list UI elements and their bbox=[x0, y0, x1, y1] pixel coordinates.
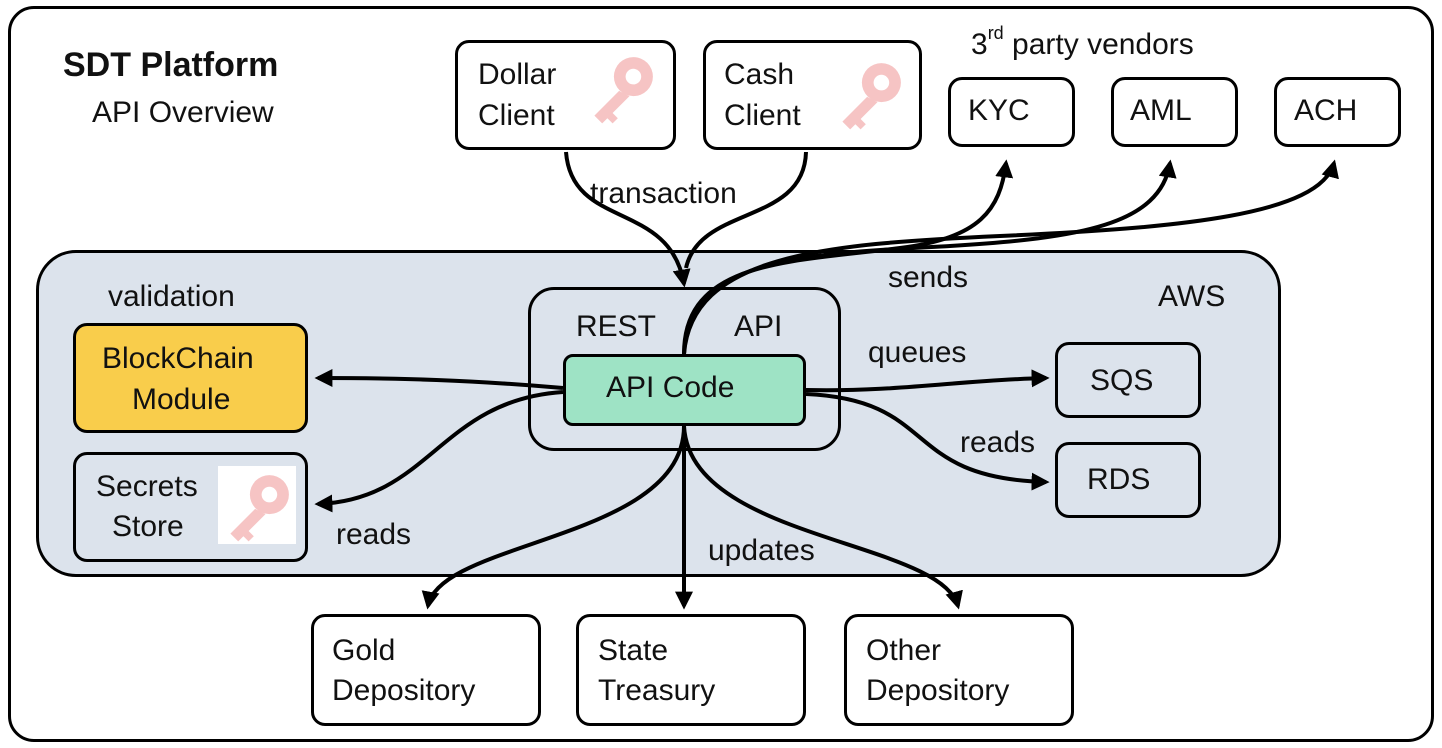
reads-secrets-edge-label: reads bbox=[336, 518, 412, 551]
updates-edge-label: updates bbox=[708, 534, 815, 567]
other-label-line1: Other bbox=[866, 634, 942, 667]
diagram-title: SDT Platform bbox=[63, 46, 279, 84]
reads-rds-edge-label: reads bbox=[960, 426, 1036, 459]
api-code-box bbox=[563, 354, 806, 426]
blockchain-label-line1: BlockChain bbox=[102, 342, 254, 375]
cash-client-label-line2: Client bbox=[724, 99, 801, 132]
edge-api-to-ach bbox=[682, 159, 1339, 355]
rest-label: REST bbox=[576, 310, 657, 343]
edge-api-to-gold bbox=[421, 425, 686, 610]
gold-depository-box bbox=[311, 614, 541, 726]
key-icon bbox=[230, 475, 289, 542]
aml-label: AML bbox=[1130, 94, 1192, 127]
sqs-box bbox=[1055, 342, 1201, 418]
kyc-vendor-box bbox=[948, 77, 1075, 147]
dollar-client-label-line1: Dollar bbox=[478, 58, 557, 91]
edge-api-to-blockchain bbox=[314, 369, 564, 390]
rds-box bbox=[1055, 442, 1201, 518]
gold-label-line2: Depository bbox=[332, 674, 476, 707]
dollar-client-label-line2: Client bbox=[478, 99, 555, 132]
diagram-subtitle: API Overview bbox=[92, 96, 274, 129]
state-label-line1: State bbox=[598, 634, 669, 667]
edge-api-to-sqs bbox=[805, 369, 1050, 393]
secrets-label-line2: Store bbox=[112, 510, 184, 543]
vendors-heading: 3rd party vendors bbox=[971, 24, 1194, 61]
api-code-label: API Code bbox=[606, 371, 735, 404]
key-icon bbox=[842, 63, 901, 130]
vendors-heading-text: party vendors bbox=[1003, 28, 1194, 61]
edge-api-to-rds bbox=[805, 392, 1050, 491]
queues-edge-label: queues bbox=[868, 336, 967, 369]
edge-api-to-secrets bbox=[314, 390, 564, 513]
other-depository-box bbox=[844, 614, 1074, 726]
secrets-label-line1: Secrets bbox=[96, 470, 198, 503]
sqs-label: SQS bbox=[1090, 364, 1154, 397]
sends-edge-label: sends bbox=[888, 261, 969, 294]
vendors-heading-suffix: rd bbox=[987, 23, 1004, 43]
kyc-label: KYC bbox=[968, 94, 1030, 127]
edge-api-to-kyc bbox=[682, 159, 1014, 355]
edge-cash-to-api bbox=[684, 151, 808, 269]
edge-dollar-to-api bbox=[564, 151, 691, 288]
key-icon bbox=[594, 57, 653, 124]
other-label-line2: Depository bbox=[866, 674, 1010, 707]
state-treasury-box bbox=[576, 614, 806, 726]
blockchain-label-line2: Module bbox=[132, 383, 231, 416]
blockchain-module-box bbox=[73, 323, 308, 433]
validation-label: validation bbox=[108, 280, 235, 313]
edge-api-to-aml bbox=[682, 159, 1177, 355]
edge-api-to-other bbox=[682, 425, 963, 610]
gold-label-line1: Gold bbox=[332, 634, 396, 667]
aml-vendor-box bbox=[1111, 77, 1238, 147]
api-label: API bbox=[734, 310, 783, 343]
rds-label: RDS bbox=[1087, 463, 1151, 496]
state-label-line2: Treasury bbox=[598, 674, 716, 707]
ach-vendor-box bbox=[1274, 77, 1401, 147]
cash-client-label-line1: Cash bbox=[724, 58, 795, 91]
aws-label: AWS bbox=[1158, 280, 1226, 313]
ach-label: ACH bbox=[1294, 94, 1358, 127]
transaction-edge-label: transaction bbox=[590, 177, 737, 210]
vendors-heading-number: 3 bbox=[971, 28, 988, 61]
